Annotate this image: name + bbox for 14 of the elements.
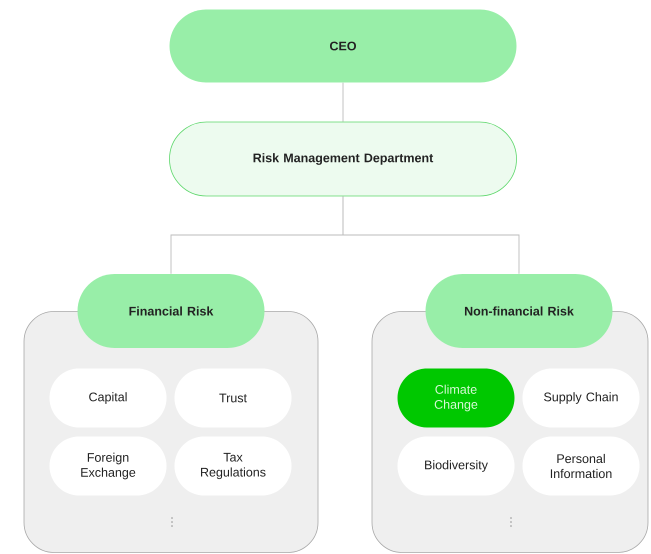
top-box: CEO xyxy=(170,10,516,82)
risk-pill: Trust xyxy=(174,368,292,428)
category-pill: Financial Risk xyxy=(78,274,264,348)
connector-line xyxy=(342,82,344,122)
risk-pill: Capital xyxy=(50,368,166,428)
risk-pill: Foreign Exchange xyxy=(50,436,166,496)
risk-pill: Supply Chain xyxy=(522,368,640,428)
department-box: Risk Management Department xyxy=(169,122,517,196)
category-pill: Non-financial Risk xyxy=(426,274,612,348)
connector-line xyxy=(342,196,520,274)
risk-pill: Biodiversity xyxy=(398,436,514,496)
highlighted-risk-pill: Climate Change xyxy=(398,368,514,428)
risk-pill: Tax Regulations xyxy=(174,436,292,496)
risk-pill: Personal Information xyxy=(522,436,640,496)
